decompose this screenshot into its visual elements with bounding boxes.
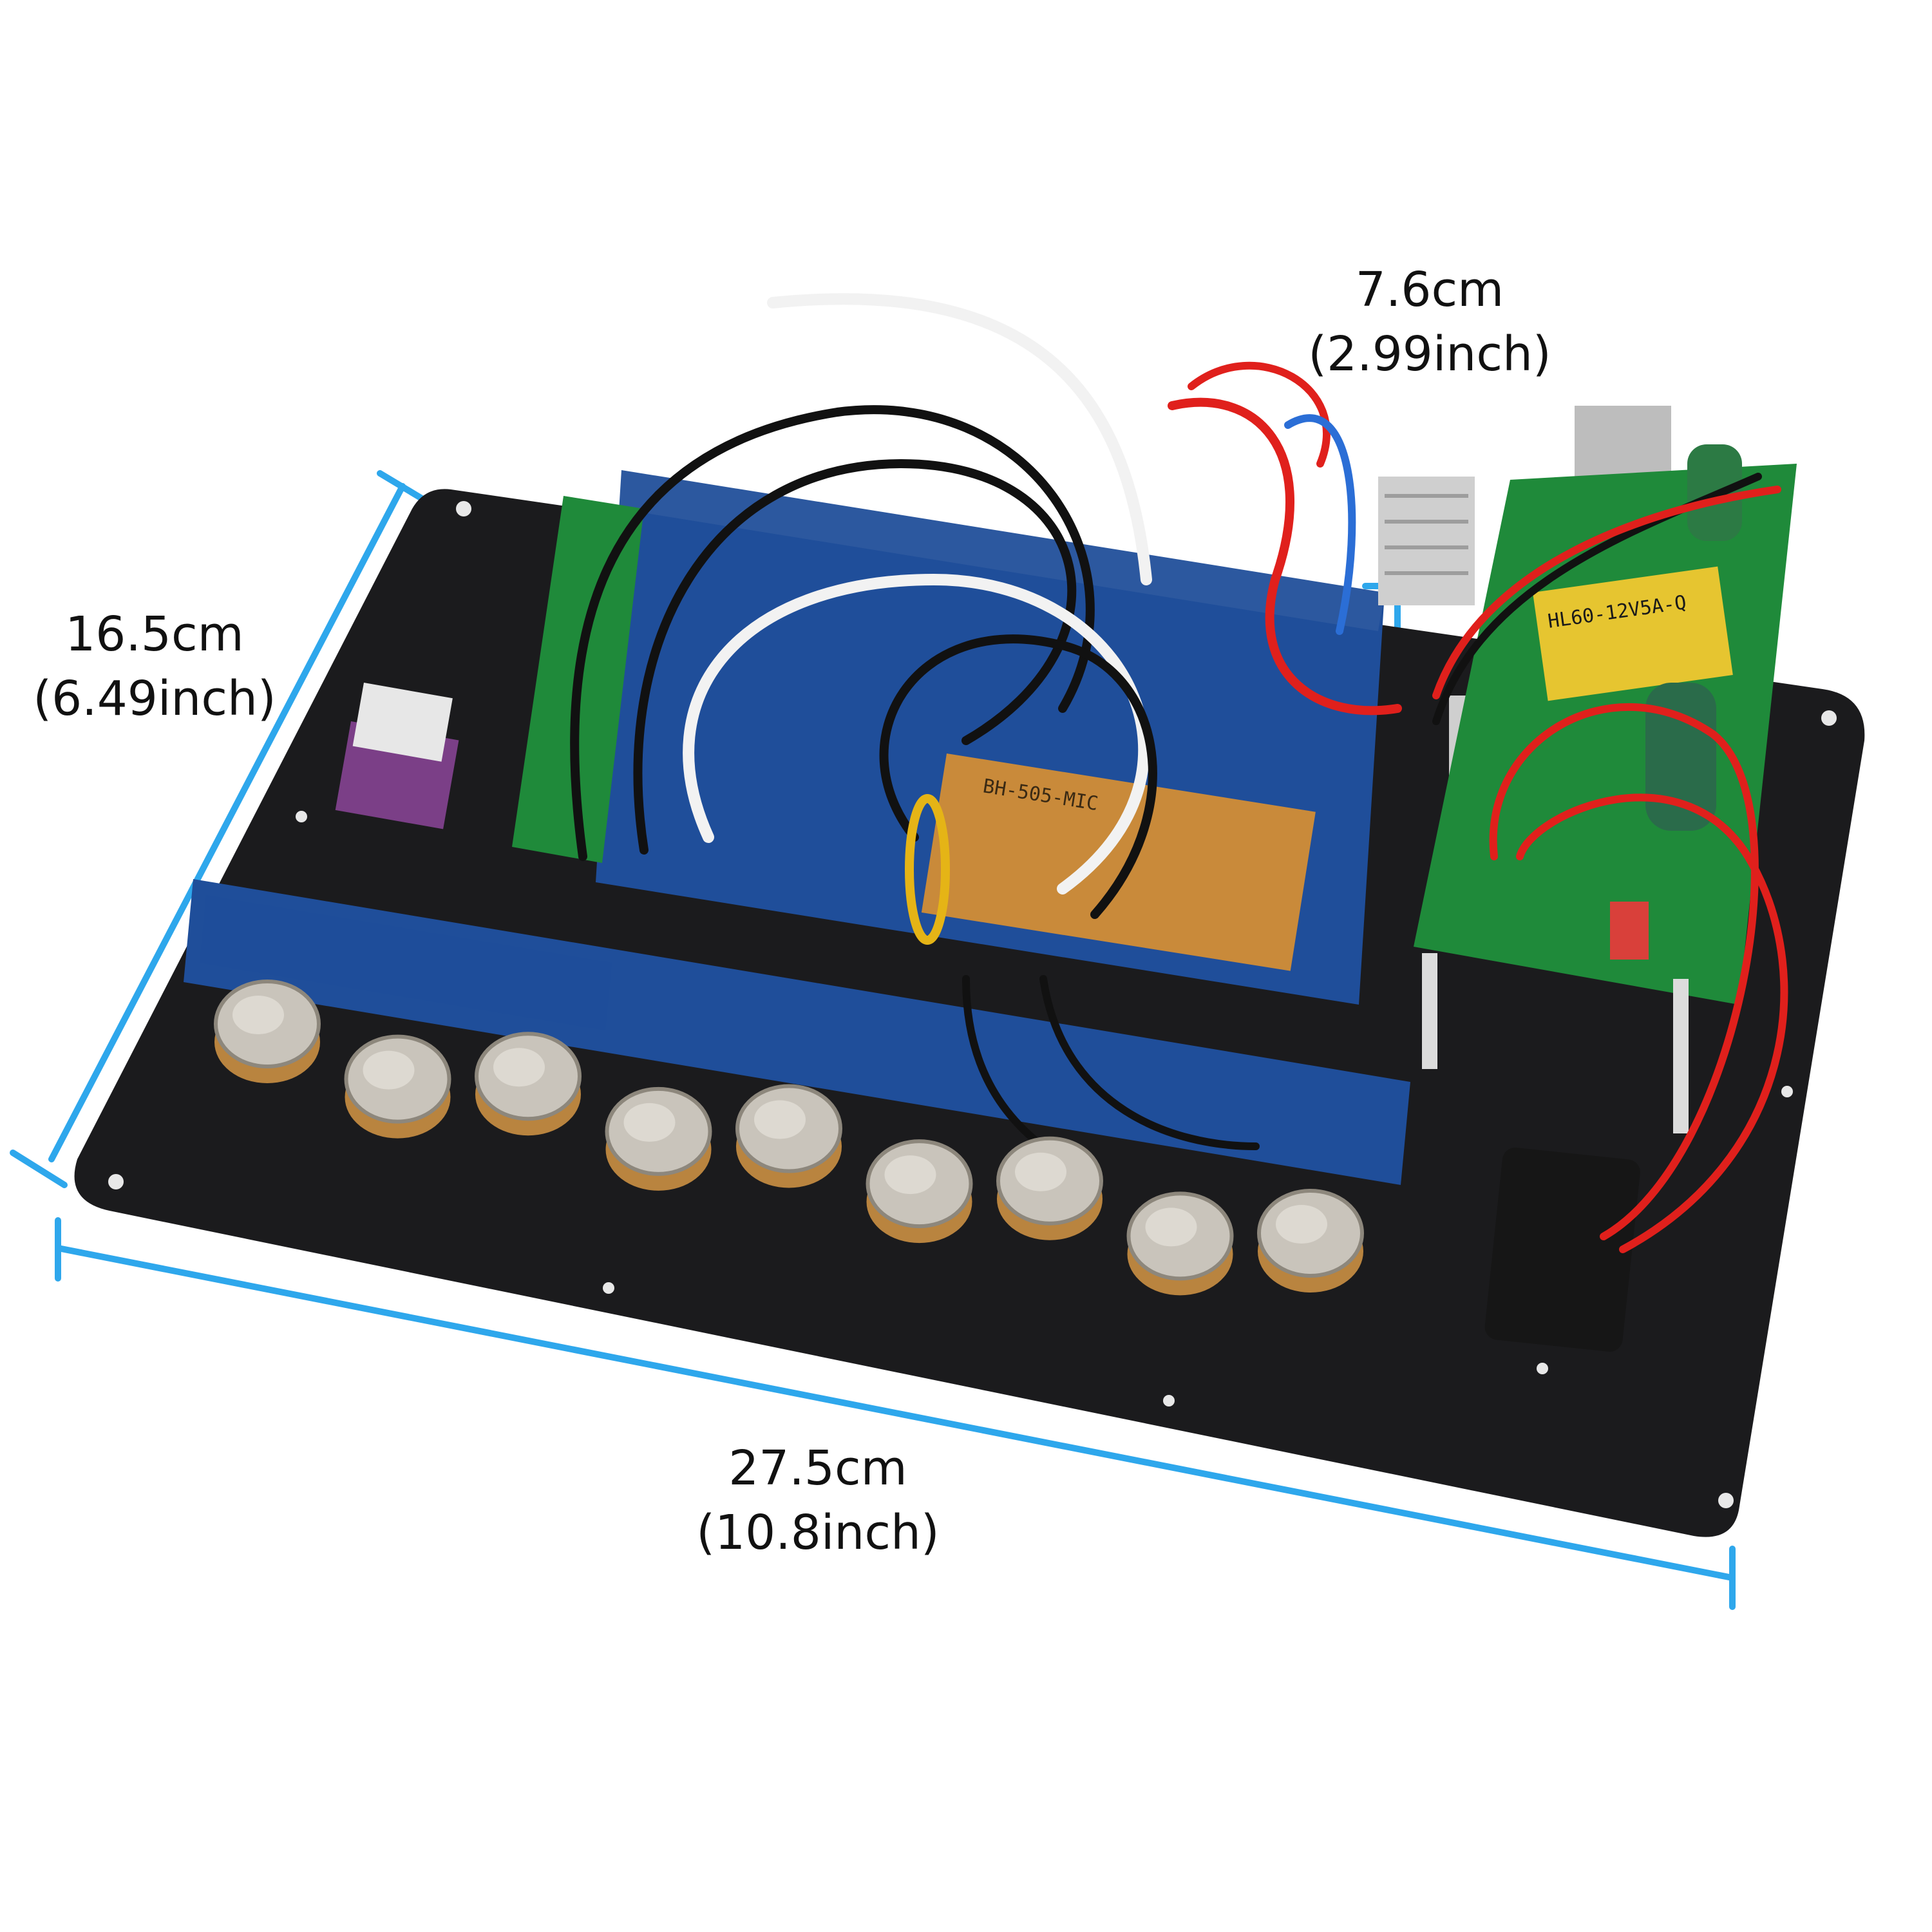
- standoffs: [1422, 953, 1689, 1133]
- knob-row: [214, 980, 1364, 1296]
- depth-dimension-label: 7.6cm (2.99inch): [1288, 258, 1571, 386]
- potentiometer-knob: [866, 1139, 973, 1244]
- width-dimension-label: 27.5cm (10.8inch): [676, 1436, 960, 1565]
- potentiometer-knob: [475, 1032, 582, 1136]
- height-metric: 16.5cm: [65, 607, 244, 662]
- depth-metric: 7.6cm: [1355, 262, 1504, 317]
- potentiometer-knob: [1126, 1191, 1234, 1296]
- left-display-board: [335, 496, 644, 863]
- potentiometer-knob: [605, 1086, 712, 1191]
- height-imperial: (6.49inch): [33, 671, 276, 726]
- potentiometer-knob: [344, 1034, 451, 1139]
- depth-imperial: (2.99inch): [1308, 327, 1551, 382]
- width-metric: 27.5cm: [728, 1441, 907, 1496]
- potentiometer-knob: [996, 1136, 1103, 1240]
- height-dimension-label: 16.5cm (6.49inch): [13, 602, 296, 731]
- potentiometer-knob: [735, 1084, 842, 1188]
- power-socket: [1484, 1147, 1640, 1352]
- width-dimension-line: [55, 1217, 1736, 1610]
- wire-harness: [570, 293, 1788, 1253]
- panel-screw-holes: [108, 501, 1837, 1508]
- height-dimension-line: [10, 470, 431, 1188]
- power-supply-board: HL60-12V5A-Q: [1414, 444, 1797, 1133]
- potentiometer-knob: [214, 980, 321, 1083]
- front-control-board: [184, 879, 1410, 1185]
- width-imperial: (10.8inch): [696, 1505, 940, 1560]
- potentiometer-knob: [1257, 1189, 1364, 1293]
